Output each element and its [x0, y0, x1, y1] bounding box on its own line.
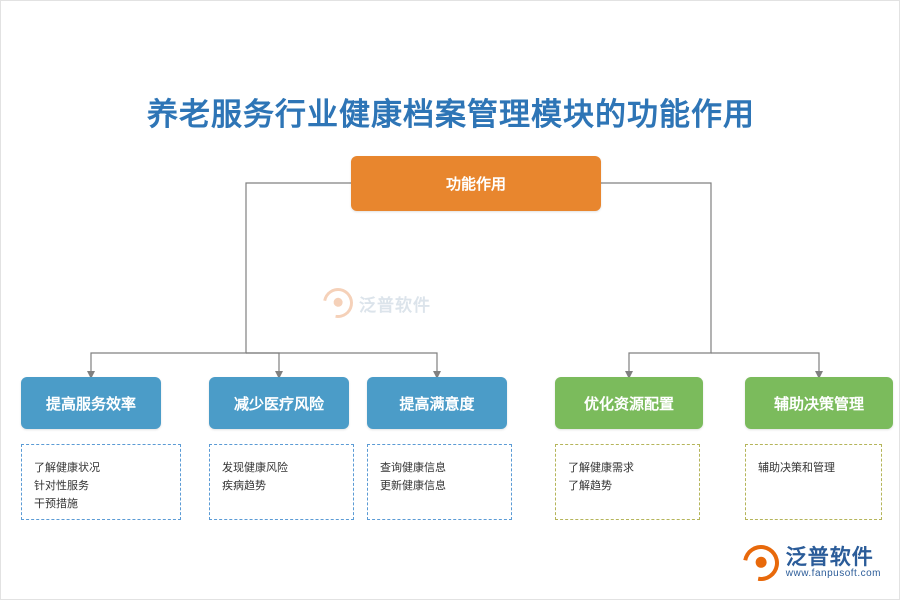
detail-panel-1: 了解健康状况 针对性服务 干预措施 [21, 444, 181, 520]
node-root-label: 功能作用 [445, 176, 506, 193]
node-branch-2[interactable]: 减少医疗风险 [209, 377, 349, 429]
detail-line: 更新健康信息 [380, 480, 446, 493]
detail-panel-4: 了解健康需求 了解趋势 [555, 444, 700, 520]
detail-line: 了解健康状况 [34, 462, 100, 474]
node-branch-4-label: 优化资源配置 [583, 395, 674, 413]
node-branch-4[interactable]: 优化资源配置 [555, 377, 703, 429]
brand-swirl-icon [317, 282, 359, 324]
detail-panel-2: 发现健康风险 疾病趋势 [209, 444, 354, 520]
node-branch-5[interactable]: 辅助决策管理 [745, 377, 893, 429]
page-title: 养老服务行业健康档案管理模块的功能作用 [147, 97, 755, 132]
node-branch-1[interactable]: 提高服务效率 [21, 377, 161, 429]
detail-panel-5: 辅助决策和管理 [745, 444, 882, 520]
detail-line: 疾病趋势 [222, 480, 266, 493]
node-root[interactable]: 功能作用 [351, 156, 601, 211]
brand-logo: 泛普软件 www.fanpusoft.com [735, 537, 881, 589]
watermark-center: 泛普软件 [317, 282, 503, 324]
node-branch-2-label: 减少医疗风险 [233, 395, 324, 413]
detail-line: 了解健康需求 [568, 462, 634, 474]
detail-panel-3: 查询健康信息 更新健康信息 [367, 444, 512, 520]
detail-line: 针对性服务 [34, 480, 89, 493]
detail-line: 发现健康风险 [222, 462, 288, 474]
node-branch-1-label: 提高服务效率 [45, 395, 136, 413]
node-branch-3-label: 提高满意度 [399, 395, 475, 413]
detail-line: 查询健康信息 [380, 462, 446, 474]
detail-line: 辅助决策和管理 [758, 462, 835, 474]
brand-logo-text: 泛普软件 www.fanpusoft.com [785, 545, 881, 580]
brand-swirl-icon [735, 537, 786, 589]
node-branch-5-label: 辅助决策管理 [773, 395, 864, 413]
brand-name: 泛普软件 [785, 545, 874, 569]
brand-url: www.fanpusoft.com [785, 567, 881, 579]
node-branch-3[interactable]: 提高满意度 [367, 377, 507, 429]
watermark-text: 泛普软件 [359, 295, 431, 315]
detail-line: 干预措施 [34, 498, 78, 511]
detail-line: 了解趋势 [568, 480, 612, 493]
